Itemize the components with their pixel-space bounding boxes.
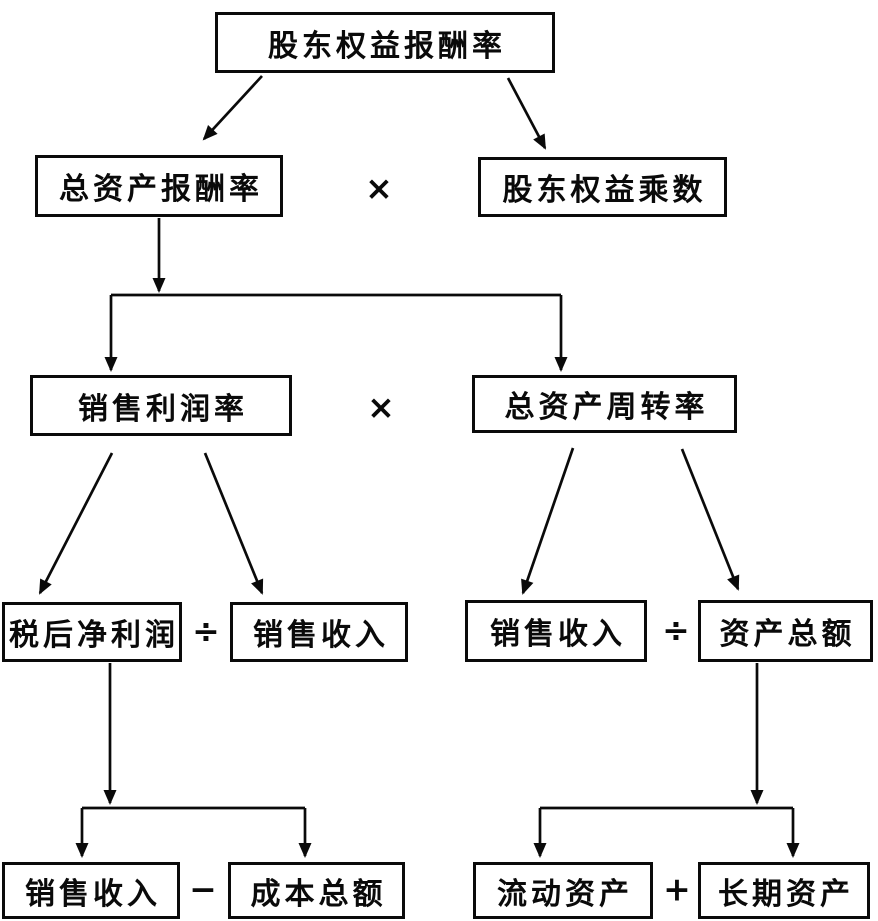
- node-label-total-assets: 资产总额: [719, 617, 856, 652]
- node-profit-margin: 销售利润率: [30, 375, 292, 436]
- node-sales-revenue-a: 销售收入: [230, 602, 408, 662]
- arrow-return-on-equity-to-equity-multiplier: [506, 77, 547, 150]
- arrow-asset-turnover-to-total-assets: [680, 448, 740, 591]
- node-label-total-costs: 成本总额: [250, 876, 387, 912]
- node-current-assets: 流动资产: [473, 862, 653, 919]
- node-sales-revenue-b: 销售收入: [465, 600, 647, 662]
- node-total-costs: 成本总额: [228, 862, 405, 919]
- node-label-sales-revenue-b: 销售收入: [490, 617, 626, 652]
- node-label-current-assets: 流动资产: [497, 876, 633, 912]
- divide-right-operator: ÷: [662, 610, 690, 650]
- arrow-profit-margin-to-net-profit-after-tax: [38, 452, 114, 595]
- node-total-assets: 资产总额: [698, 600, 873, 662]
- minus-left-operator: −: [189, 869, 217, 909]
- node-return-on-equity: 股东权益报酬率: [215, 12, 555, 73]
- node-net-profit-after-tax: 税后净利润: [2, 602, 182, 662]
- node-label-asset-turnover: 总资产周转率: [504, 390, 709, 425]
- plus-right-operator: +: [663, 869, 691, 909]
- arrow-asset-turnover-to-sales-revenue-b: [521, 447, 575, 595]
- node-label-equity-multiplier: 股东权益乘数: [502, 173, 707, 208]
- node-sales-revenue-c: 销售收入: [2, 862, 180, 919]
- node-asset-turnover: 总资产周转率: [472, 375, 737, 433]
- node-label-return-on-equity: 股东权益报酬率: [268, 28, 506, 64]
- node-equity-multiplier: 股东权益乘数: [478, 157, 727, 217]
- node-long-term-assets: 长期资产: [698, 862, 870, 919]
- multiply-row3-operator: ×: [367, 387, 395, 427]
- arrow-profit-margin-to-sales-revenue-a: [203, 452, 264, 595]
- node-label-sales-revenue-a: 销售收入: [253, 618, 389, 653]
- node-label-net-profit-after-tax: 税后净利润: [9, 618, 179, 653]
- node-label-return-on-assets: 总资产报酬率: [59, 172, 263, 207]
- node-label-sales-revenue-c: 销售收入: [25, 876, 161, 912]
- node-return-on-assets: 总资产报酬率: [35, 155, 283, 217]
- node-label-long-term-assets: 长期资产: [718, 876, 854, 912]
- divide-left-operator: ÷: [192, 611, 220, 651]
- multiply-row2-operator: ×: [365, 168, 393, 208]
- node-label-profit-margin: 销售利润率: [78, 391, 248, 427]
- arrow-return-on-equity-to-return-on-assets: [202, 75, 263, 141]
